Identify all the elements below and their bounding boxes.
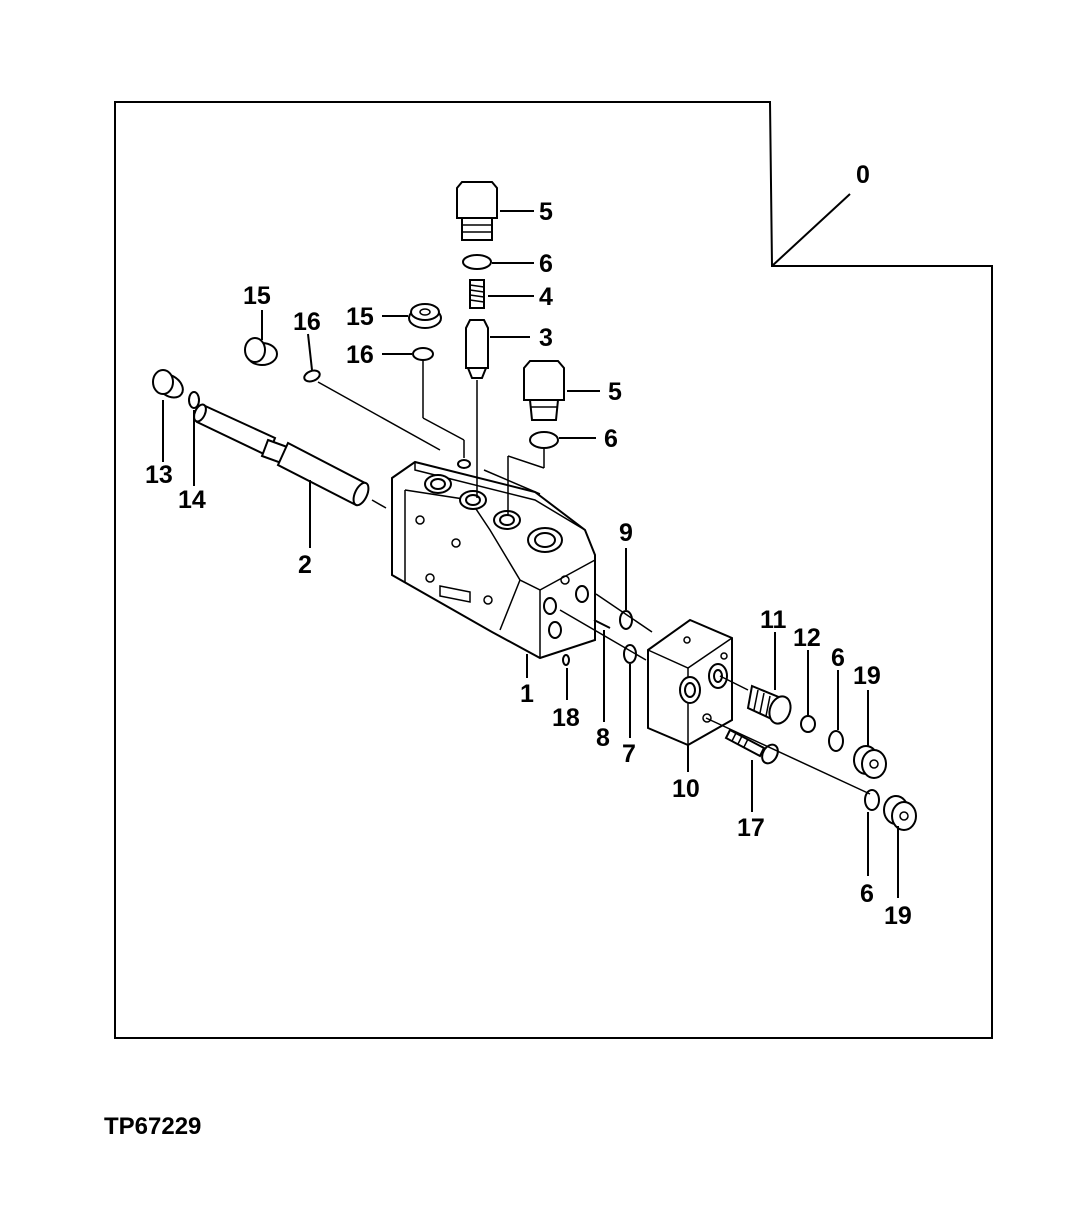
- seal-14: [188, 391, 200, 409]
- valve-body: [391, 459, 596, 660]
- callout-6-top: 6: [539, 250, 553, 278]
- plug-19-upper: [853, 745, 887, 779]
- callout-12: 12: [793, 624, 821, 652]
- relief-valve-5-top: [456, 181, 498, 241]
- callout-15-center: 15: [346, 303, 374, 331]
- callout-1: 1: [520, 680, 534, 708]
- ring-12: [800, 715, 816, 733]
- callout-6-right: 6: [604, 425, 618, 453]
- callout-14: 14: [178, 486, 206, 514]
- callout-5-right: 5: [608, 378, 622, 406]
- callout-4: 4: [539, 283, 553, 311]
- plug-15-center: [408, 303, 442, 329]
- spring-4: [469, 279, 485, 309]
- callout-19-upper: 19: [853, 662, 881, 690]
- diagram-frame: [114, 101, 993, 1039]
- callout-17: 17: [737, 814, 765, 842]
- callout-18: 18: [552, 704, 580, 732]
- callout-19-lower: 19: [884, 902, 912, 930]
- ball-18: [562, 654, 570, 666]
- cartridge-11: [746, 684, 792, 725]
- leader-lines: [162, 210, 899, 898]
- callout-15-left: 15: [243, 282, 271, 310]
- callout-0: 0: [856, 161, 870, 189]
- callout-6-lower-b: 6: [860, 880, 874, 908]
- plug-13: [152, 369, 184, 399]
- o-ring-16-left: [303, 369, 321, 383]
- callout-9: 9: [619, 519, 633, 547]
- block-10: [647, 618, 733, 747]
- callout-13: 13: [145, 461, 173, 489]
- callout-2: 2: [298, 551, 312, 579]
- callout-7: 7: [622, 740, 636, 768]
- o-ring-6-lower-b: [864, 789, 880, 811]
- callout-5-top: 5: [539, 198, 553, 226]
- callout-16-center: 16: [346, 341, 374, 369]
- callout-10: 10: [672, 775, 700, 803]
- plug-15-left: [244, 337, 278, 366]
- leader-0: [771, 193, 851, 267]
- figure-reference-id: TP67229: [104, 1113, 202, 1140]
- plug-19-lower: [883, 795, 917, 831]
- callout-6-lower-a: 6: [831, 644, 845, 672]
- relief-valve-5-right: [523, 360, 565, 421]
- callout-3: 3: [539, 324, 553, 352]
- poppet-3: [465, 319, 489, 379]
- spool: [193, 403, 387, 509]
- o-ring-6-right: [529, 431, 559, 449]
- callout-11: 11: [760, 606, 787, 634]
- bolt-17: [724, 728, 779, 765]
- callout-8: 8: [596, 724, 610, 752]
- o-ring-16-center: [412, 347, 434, 361]
- pin-8: [593, 619, 611, 629]
- o-ring-6-top: [462, 254, 492, 270]
- o-ring-6-lower-a: [828, 730, 844, 752]
- callout-16-left: 16: [293, 308, 321, 336]
